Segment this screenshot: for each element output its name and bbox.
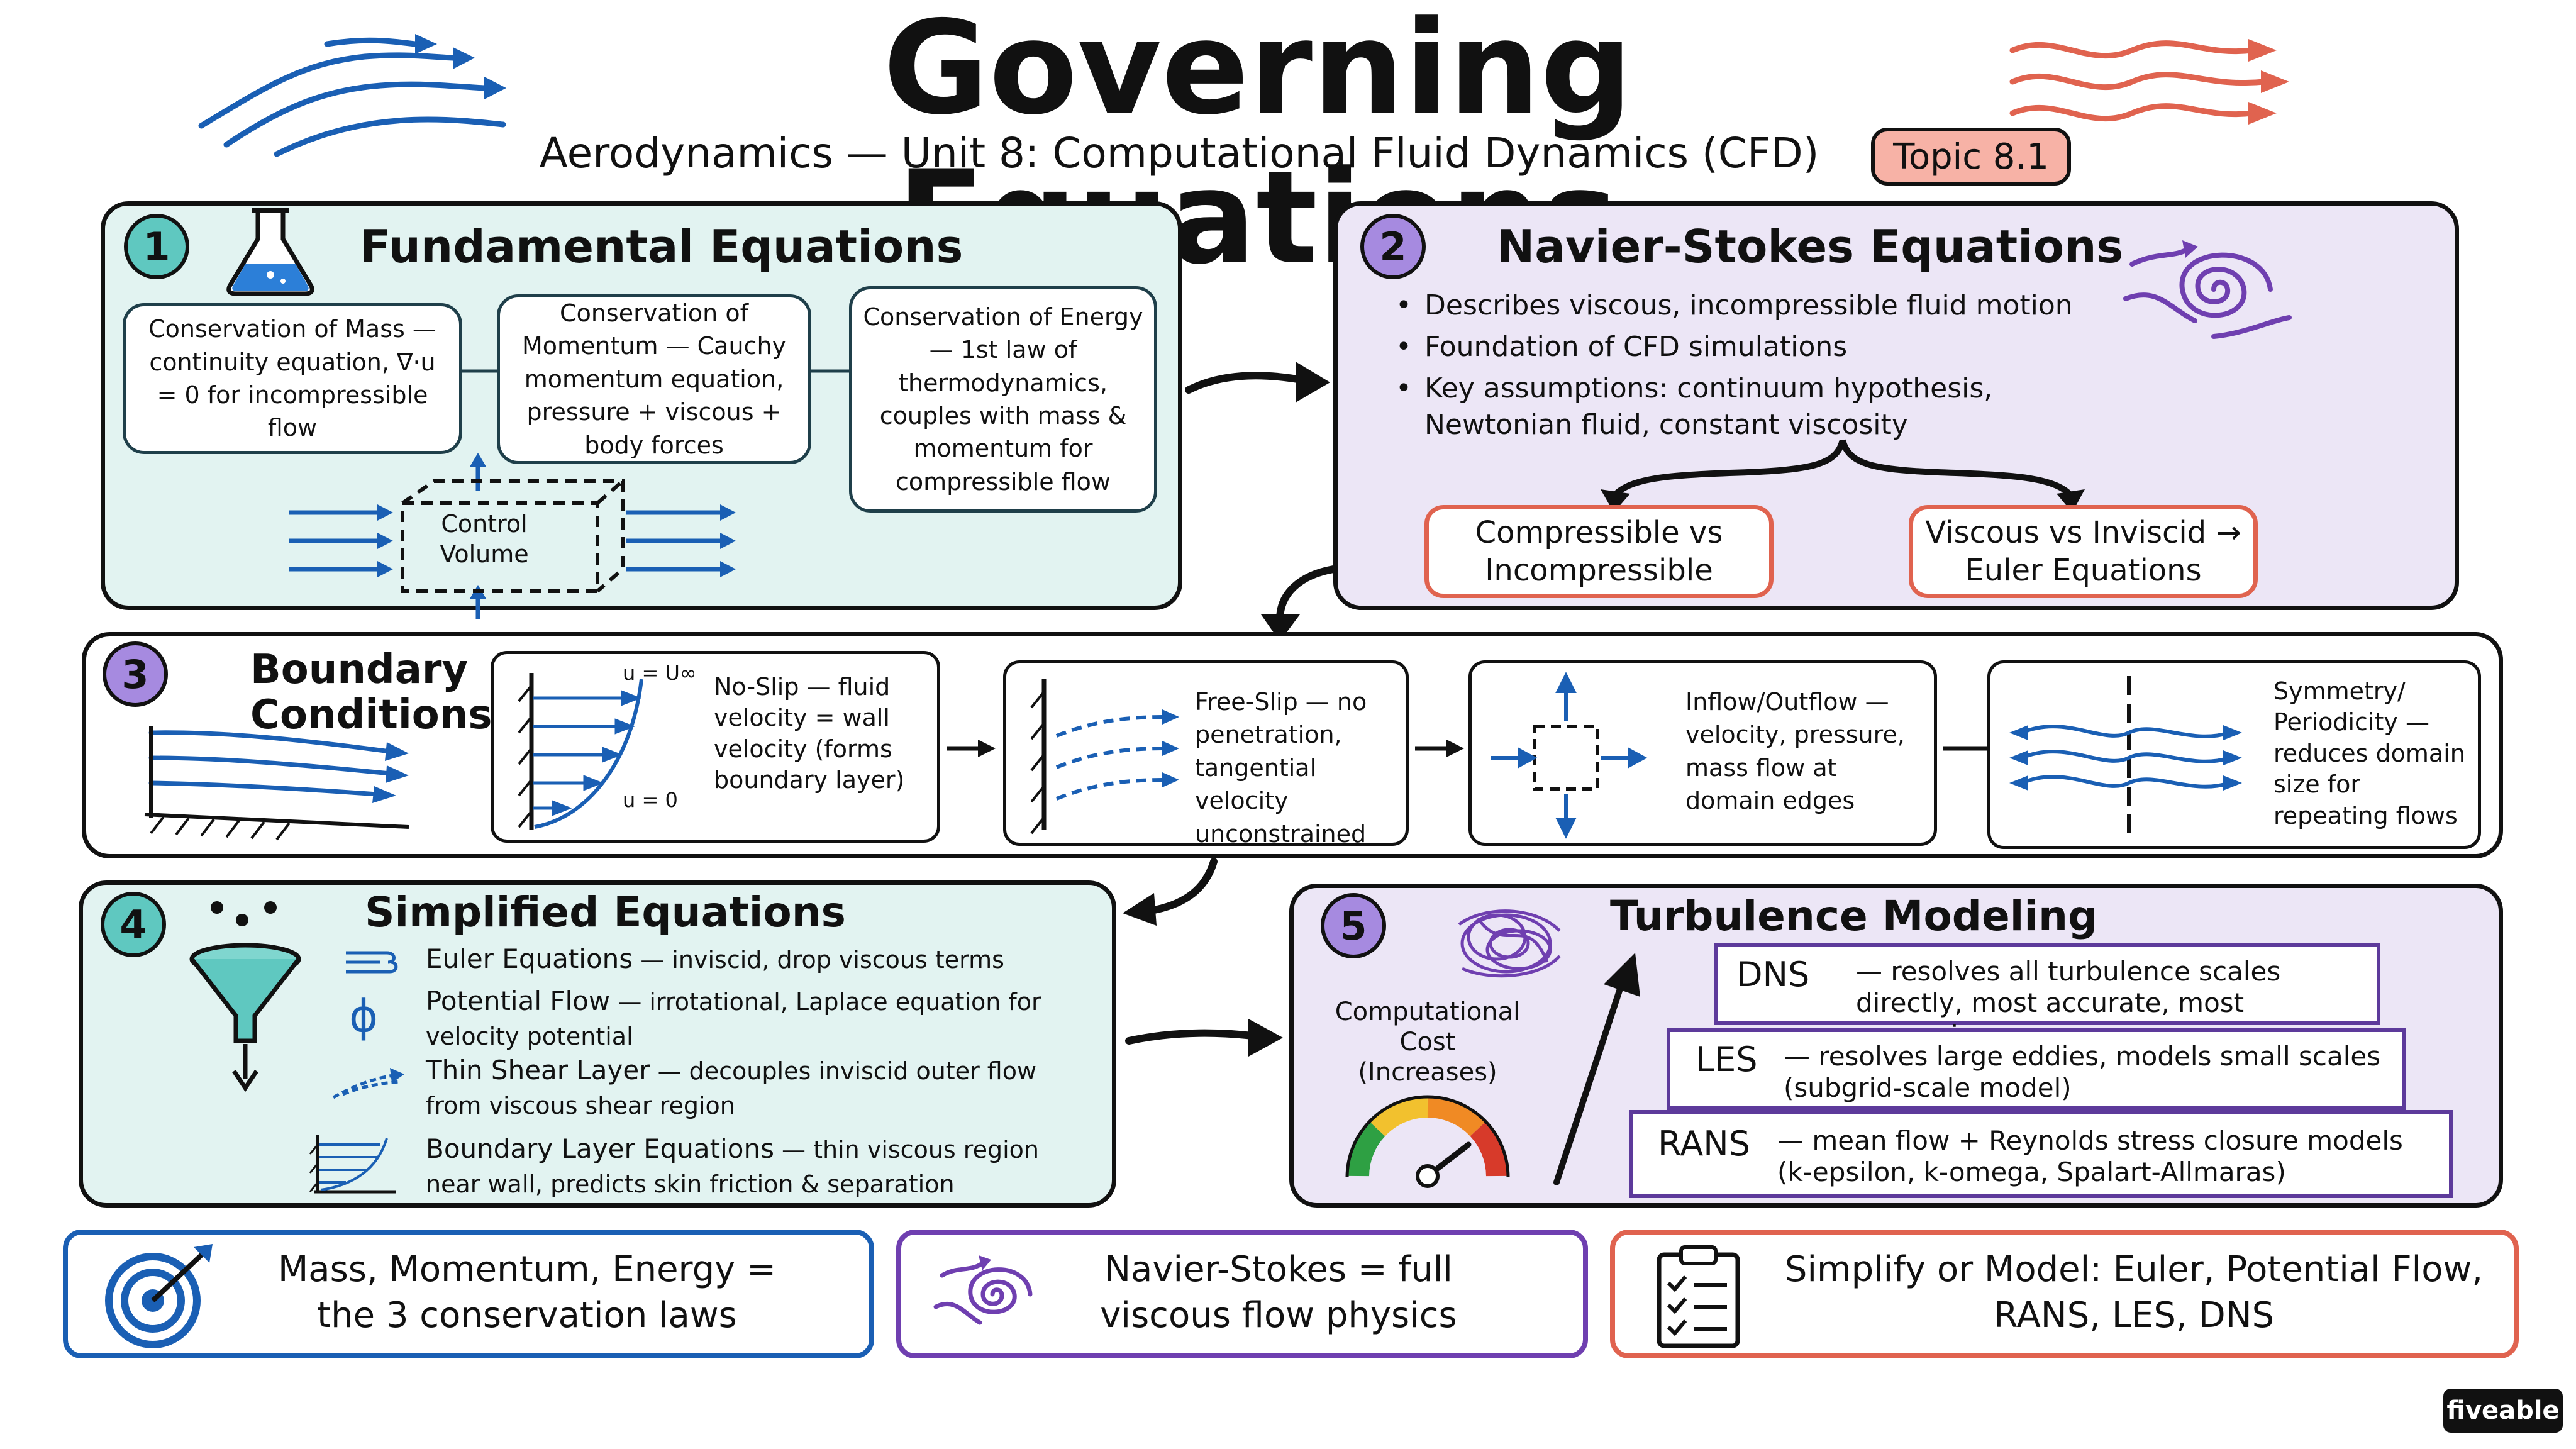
rans-name: RANS: [1658, 1124, 1750, 1163]
euler-equations-item: Euler Equations — inviscid, drop viscous…: [426, 942, 1055, 977]
fiveable-logo: fiveable: [2443, 1389, 2563, 1433]
potential-flow-desc: — irrotational, Laplace equation for vel…: [426, 988, 1041, 1050]
thin-shear-layer-desc: — decouples inviscid outer flow from vis…: [426, 1057, 1037, 1119]
compressible-vs-incompressible-box: Compressible vs Incompressible: [1424, 505, 1774, 598]
summary-conservation-box: Mass, Momentum, Energy = the 3 conservat…: [63, 1230, 874, 1358]
funnel-icon: [189, 901, 301, 1092]
les-desc: — resolves large eddies, models small sc…: [1784, 1041, 2381, 1104]
viscous-vs-inviscid-box: Viscous vs Inviscid → Euler Equations: [1909, 505, 2258, 598]
red-flow-lines-icon: [2009, 39, 2289, 125]
page-subtitle: Aerodynamics — Unit 8: Computational Flu…: [539, 129, 1819, 177]
euler-equations-desc: — inviscid, drop viscous terms: [633, 946, 1004, 974]
rans-desc: — mean flow + Reynolds stress closure mo…: [1777, 1125, 2403, 1188]
section-3-number: 3: [103, 641, 168, 707]
ns-bullet-1: Describes viscous, incompressible fluid …: [1396, 287, 2116, 324]
conservation-momentum-box: Conservation of Momentum — Cauchy moment…: [497, 294, 811, 464]
section-2-title: Navier-Stokes Equations: [1497, 220, 2124, 273]
les-tier: LES — resolves large eddies, models smal…: [1667, 1028, 2406, 1110]
summary-navier-stokes-text: Navier-Stokes = full viscous flow physic…: [1100, 1249, 1457, 1336]
arrow-3-to-4: [1123, 858, 1218, 926]
boundary-layer-equations-name: Boundary Layer Equations: [426, 1133, 774, 1164]
rans-tier: RANS — mean flow + Reynolds stress closu…: [1629, 1110, 2453, 1198]
free-slip-description: Free-Slip — no penetration, tangential v…: [1195, 688, 1367, 848]
thin-shear-layer-item: Thin Shear Layer — decouples inviscid ou…: [426, 1053, 1086, 1122]
cost-increase-arrow: [1553, 953, 1640, 1185]
euler-equations-name: Euler Equations: [426, 943, 633, 974]
summary-conservation-text: Mass, Momentum, Energy = the 3 conservat…: [277, 1249, 777, 1336]
control-volume-diagram: [289, 453, 736, 619]
flask-icon: [226, 208, 314, 296]
potential-flow-name: Potential Flow: [426, 985, 611, 1016]
phi-icon: ϕ: [349, 991, 379, 1042]
free-slip-box: Free-Slip — no penetration, tangential v…: [1003, 660, 1409, 848]
no-slip-description: No-Slip — fluid velocity = wall velocity…: [714, 673, 905, 794]
section-3-title: Boundary Conditions: [250, 647, 492, 738]
inflow-outflow-description: Inflow/Outflow — velocity, pressure, mas…: [1685, 688, 1905, 815]
section-4-number: 4: [101, 892, 166, 957]
ns-branch-connector: [1601, 439, 2085, 513]
dns-name: DNS: [1736, 955, 1810, 994]
summary-simplify-text: Simplify or Model: Euler, Potential Flow…: [1784, 1249, 2484, 1336]
boundary-layer-icon: [309, 1135, 396, 1194]
symmetry-icon: [2009, 676, 2242, 840]
ns-bullet-3: Key assumptions: continuum hypothesis, N…: [1396, 370, 2053, 443]
inflow-outflow-box: Inflow/Outflow — velocity, pressure, mas…: [1468, 660, 1937, 846]
boundary-layer-equations-item: Boundary Layer Equations — thin viscous …: [426, 1132, 1092, 1201]
arrow-4-to-5: [1125, 1019, 1283, 1057]
control-volume-label: Control Volume: [440, 510, 529, 568]
wind-icon: [346, 951, 398, 974]
dns-tier: DNS — resolves all turbulence scales dir…: [1714, 943, 2380, 1050]
section-5-title: Turbulence Modeling: [1610, 892, 2098, 940]
potential-flow-item: Potential Flow — irrotational, Laplace e…: [426, 984, 1067, 1053]
section-4-title: Simplified Equations: [365, 888, 846, 936]
section-1-number: 1: [124, 214, 189, 279]
section-5-number: 5: [1321, 893, 1386, 958]
blue-flow-lines-icon: [198, 34, 506, 157]
conservation-energy-box: Conservation of Energy — 1st law of ther…: [849, 286, 1157, 513]
vortex-icon: [933, 1255, 1033, 1325]
gauge-icon: [1345, 1095, 1510, 1188]
target-icon: [105, 1244, 213, 1348]
symmetry-description: Symmetry/ Periodicity — reduces domain s…: [2273, 677, 2465, 830]
no-slip-profile-icon: [518, 673, 643, 830]
arrow-2-to-3: [1261, 565, 1337, 641]
no-slip-top-label: u = U∞: [623, 661, 697, 685]
section-2-number: 2: [1360, 214, 1426, 279]
no-slip-box: u = U∞ u = 0 No-Slip — fluid velocity = …: [491, 651, 940, 843]
topic-badge: Topic 8.1: [1871, 128, 2071, 186]
clipboard-icon: [1657, 1245, 1740, 1348]
shear-icon: [332, 1068, 404, 1099]
arrow-1-to-2: [1185, 362, 1330, 402]
symmetry-periodicity-box: Symmetry/ Periodicity — reduces domain s…: [1987, 660, 2481, 849]
arrow-bc-2-3: [1415, 740, 1464, 757]
no-slip-bottom-label: u = 0: [623, 788, 678, 812]
les-name: LES: [1696, 1040, 1758, 1079]
boundary-layer-equations-desc: — thin viscous region near wall, predict…: [426, 1136, 1039, 1198]
summary-navier-stokes-box: Navier-Stokes = full viscous flow physic…: [896, 1230, 1588, 1358]
computational-cost-label: Computational Cost (Increases): [1335, 997, 1521, 1087]
thin-shear-layer-name: Thin Shear Layer: [426, 1055, 650, 1085]
boundary-layer-sketch-icon: [144, 726, 409, 841]
arrow-bc-1-2: [947, 740, 996, 757]
section-1-title: Fundamental Equations: [360, 220, 963, 273]
inflow-outflow-icon: [1491, 672, 1648, 839]
ns-bullet-2: Foundation of CFD simulations: [1396, 329, 2116, 365]
conservation-mass-box: Conservation of Mass — continuity equati…: [123, 303, 462, 454]
free-slip-icon: [1030, 679, 1179, 835]
turbulence-scribble-icon: [1458, 909, 1561, 978]
summary-simplify-box: Simplify or Model: Euler, Potential Flow…: [1610, 1230, 2519, 1358]
vortex-swirl-icon: [2123, 240, 2292, 339]
simplified-equations-panel: [79, 880, 1116, 1208]
